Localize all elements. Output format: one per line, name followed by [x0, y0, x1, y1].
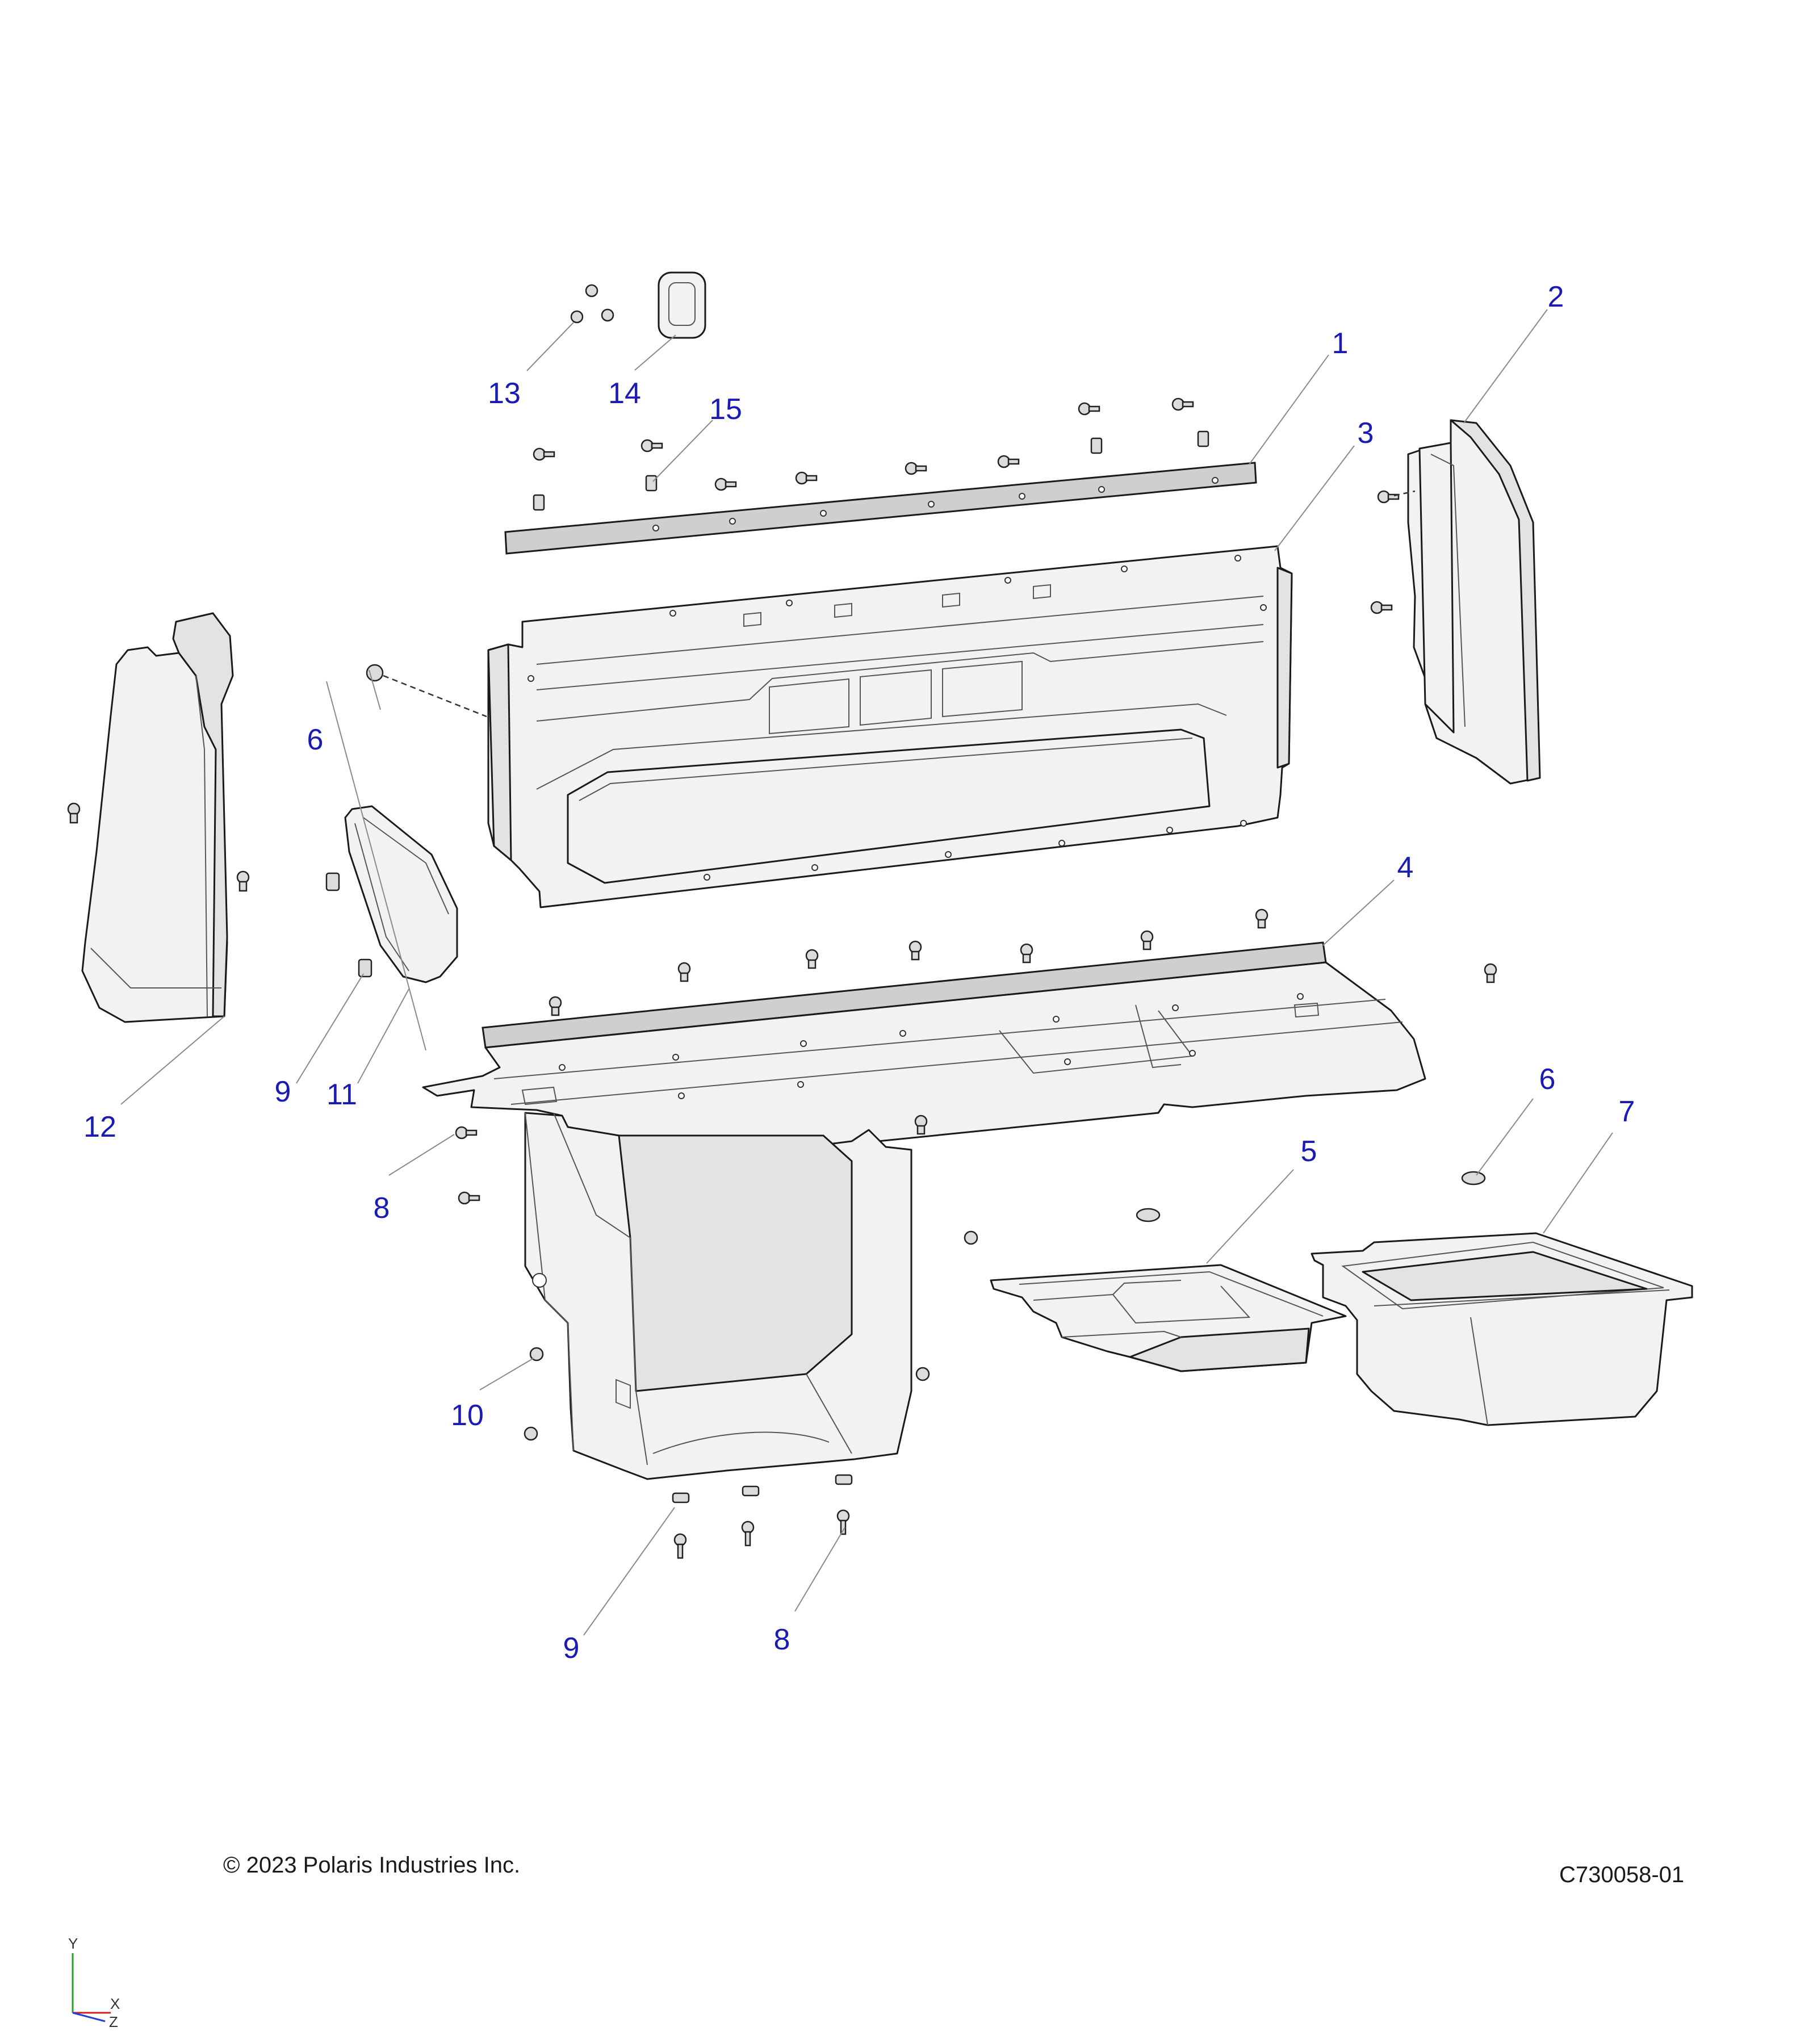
part-1-top-rail [504, 462, 1257, 555]
screw-icon [741, 1521, 755, 1547]
nut-icon [570, 310, 584, 324]
callout-6-left: 6 [307, 723, 324, 756]
screw-icon [1484, 963, 1497, 983]
part-2-right-side-panel [1407, 419, 1541, 785]
clip-icon [742, 1485, 760, 1497]
clip-icon [645, 475, 658, 492]
callout-13: 13 [488, 377, 521, 410]
callout-9-bottom: 9 [563, 1632, 580, 1665]
leader-lines [120, 309, 1613, 1636]
clip-icon [533, 494, 545, 511]
clip-icon [1197, 430, 1209, 447]
callout-14: 14 [608, 377, 641, 410]
callout-11: 11 [326, 1078, 357, 1111]
rivet-icon [529, 1347, 544, 1362]
screw-icon [640, 439, 663, 453]
screw-icon [914, 1115, 928, 1135]
screw-icon [1020, 943, 1033, 964]
clip-icon [1090, 437, 1103, 454]
push-pin-icon [1136, 1208, 1161, 1222]
part-5-small-tray [990, 1264, 1347, 1372]
callout-3: 3 [1358, 417, 1374, 450]
callout-9-left: 9 [275, 1075, 291, 1108]
callout-8-bottom: 8 [774, 1623, 790, 1656]
assembly-line [383, 675, 487, 718]
callout-7: 7 [1619, 1095, 1635, 1128]
callout-4: 4 [1397, 851, 1414, 884]
callout-10: 10 [451, 1399, 484, 1432]
screw-icon [1140, 930, 1154, 950]
callout-5: 5 [1301, 1135, 1317, 1168]
nut-icon [601, 308, 614, 322]
screw-icon [458, 1191, 480, 1205]
part-11-wedge-panel [344, 805, 458, 983]
callout-6-right: 6 [1539, 1063, 1556, 1096]
axis-x-label: X [110, 1995, 120, 2012]
part-14-bezel [658, 271, 706, 339]
part-4-floor-tub [422, 941, 1426, 1480]
callout-2: 2 [1548, 280, 1564, 313]
screw-icon [805, 949, 819, 969]
screw-icon [997, 455, 1020, 468]
rivet-icon [915, 1367, 930, 1381]
callout-15: 15 [709, 393, 742, 426]
part-7-storage-bin [1311, 1232, 1693, 1426]
screw-icon [549, 996, 562, 1016]
screw-icon [909, 940, 922, 961]
part-3-bulkhead-panel [487, 545, 1293, 908]
callouts: 1 2 3 4 5 6 6 7 8 8 9 9 10 11 12 13 14 1… [83, 280, 1635, 1665]
callout-8-left: 8 [374, 1192, 390, 1225]
screw-icon [533, 447, 555, 461]
rivet-icon [964, 1230, 978, 1245]
push-pin-icon [366, 664, 384, 682]
copyright-text: © 2023 Polaris Industries Inc. [223, 1853, 521, 1878]
callout-1: 1 [1332, 327, 1349, 360]
screw-icon [905, 462, 927, 475]
screw-icon [1377, 490, 1400, 504]
screw-icon [836, 1509, 850, 1535]
clip-icon [358, 958, 372, 978]
screw-icon [1370, 601, 1393, 614]
nut-icon [585, 284, 598, 298]
assembly-line [1393, 490, 1416, 497]
screw-icon [67, 802, 81, 824]
fasteners [67, 284, 1497, 1559]
screw-icon [1078, 402, 1100, 416]
drawing-code: C730058-01 [1559, 1862, 1685, 1887]
screw-icon [236, 870, 250, 892]
screw-icon [673, 1533, 687, 1559]
push-pin-icon [1461, 1171, 1486, 1186]
clip-icon [835, 1474, 853, 1485]
axis-z-label: Z [109, 2013, 118, 2030]
screw-icon [714, 478, 737, 491]
clip-icon [672, 1492, 690, 1503]
screw-icon [795, 471, 818, 485]
callout-12: 12 [83, 1111, 116, 1144]
screw-icon [1171, 397, 1194, 411]
axis-triad: Y X Z [68, 1935, 120, 2030]
axis-y-label: Y [68, 1935, 78, 1952]
rivet-icon [524, 1426, 538, 1441]
screw-icon [677, 962, 691, 982]
screw-icon [1255, 908, 1268, 929]
part-12-left-side-panel [81, 612, 234, 1023]
screw-icon [455, 1126, 478, 1140]
clip-icon [325, 872, 340, 891]
